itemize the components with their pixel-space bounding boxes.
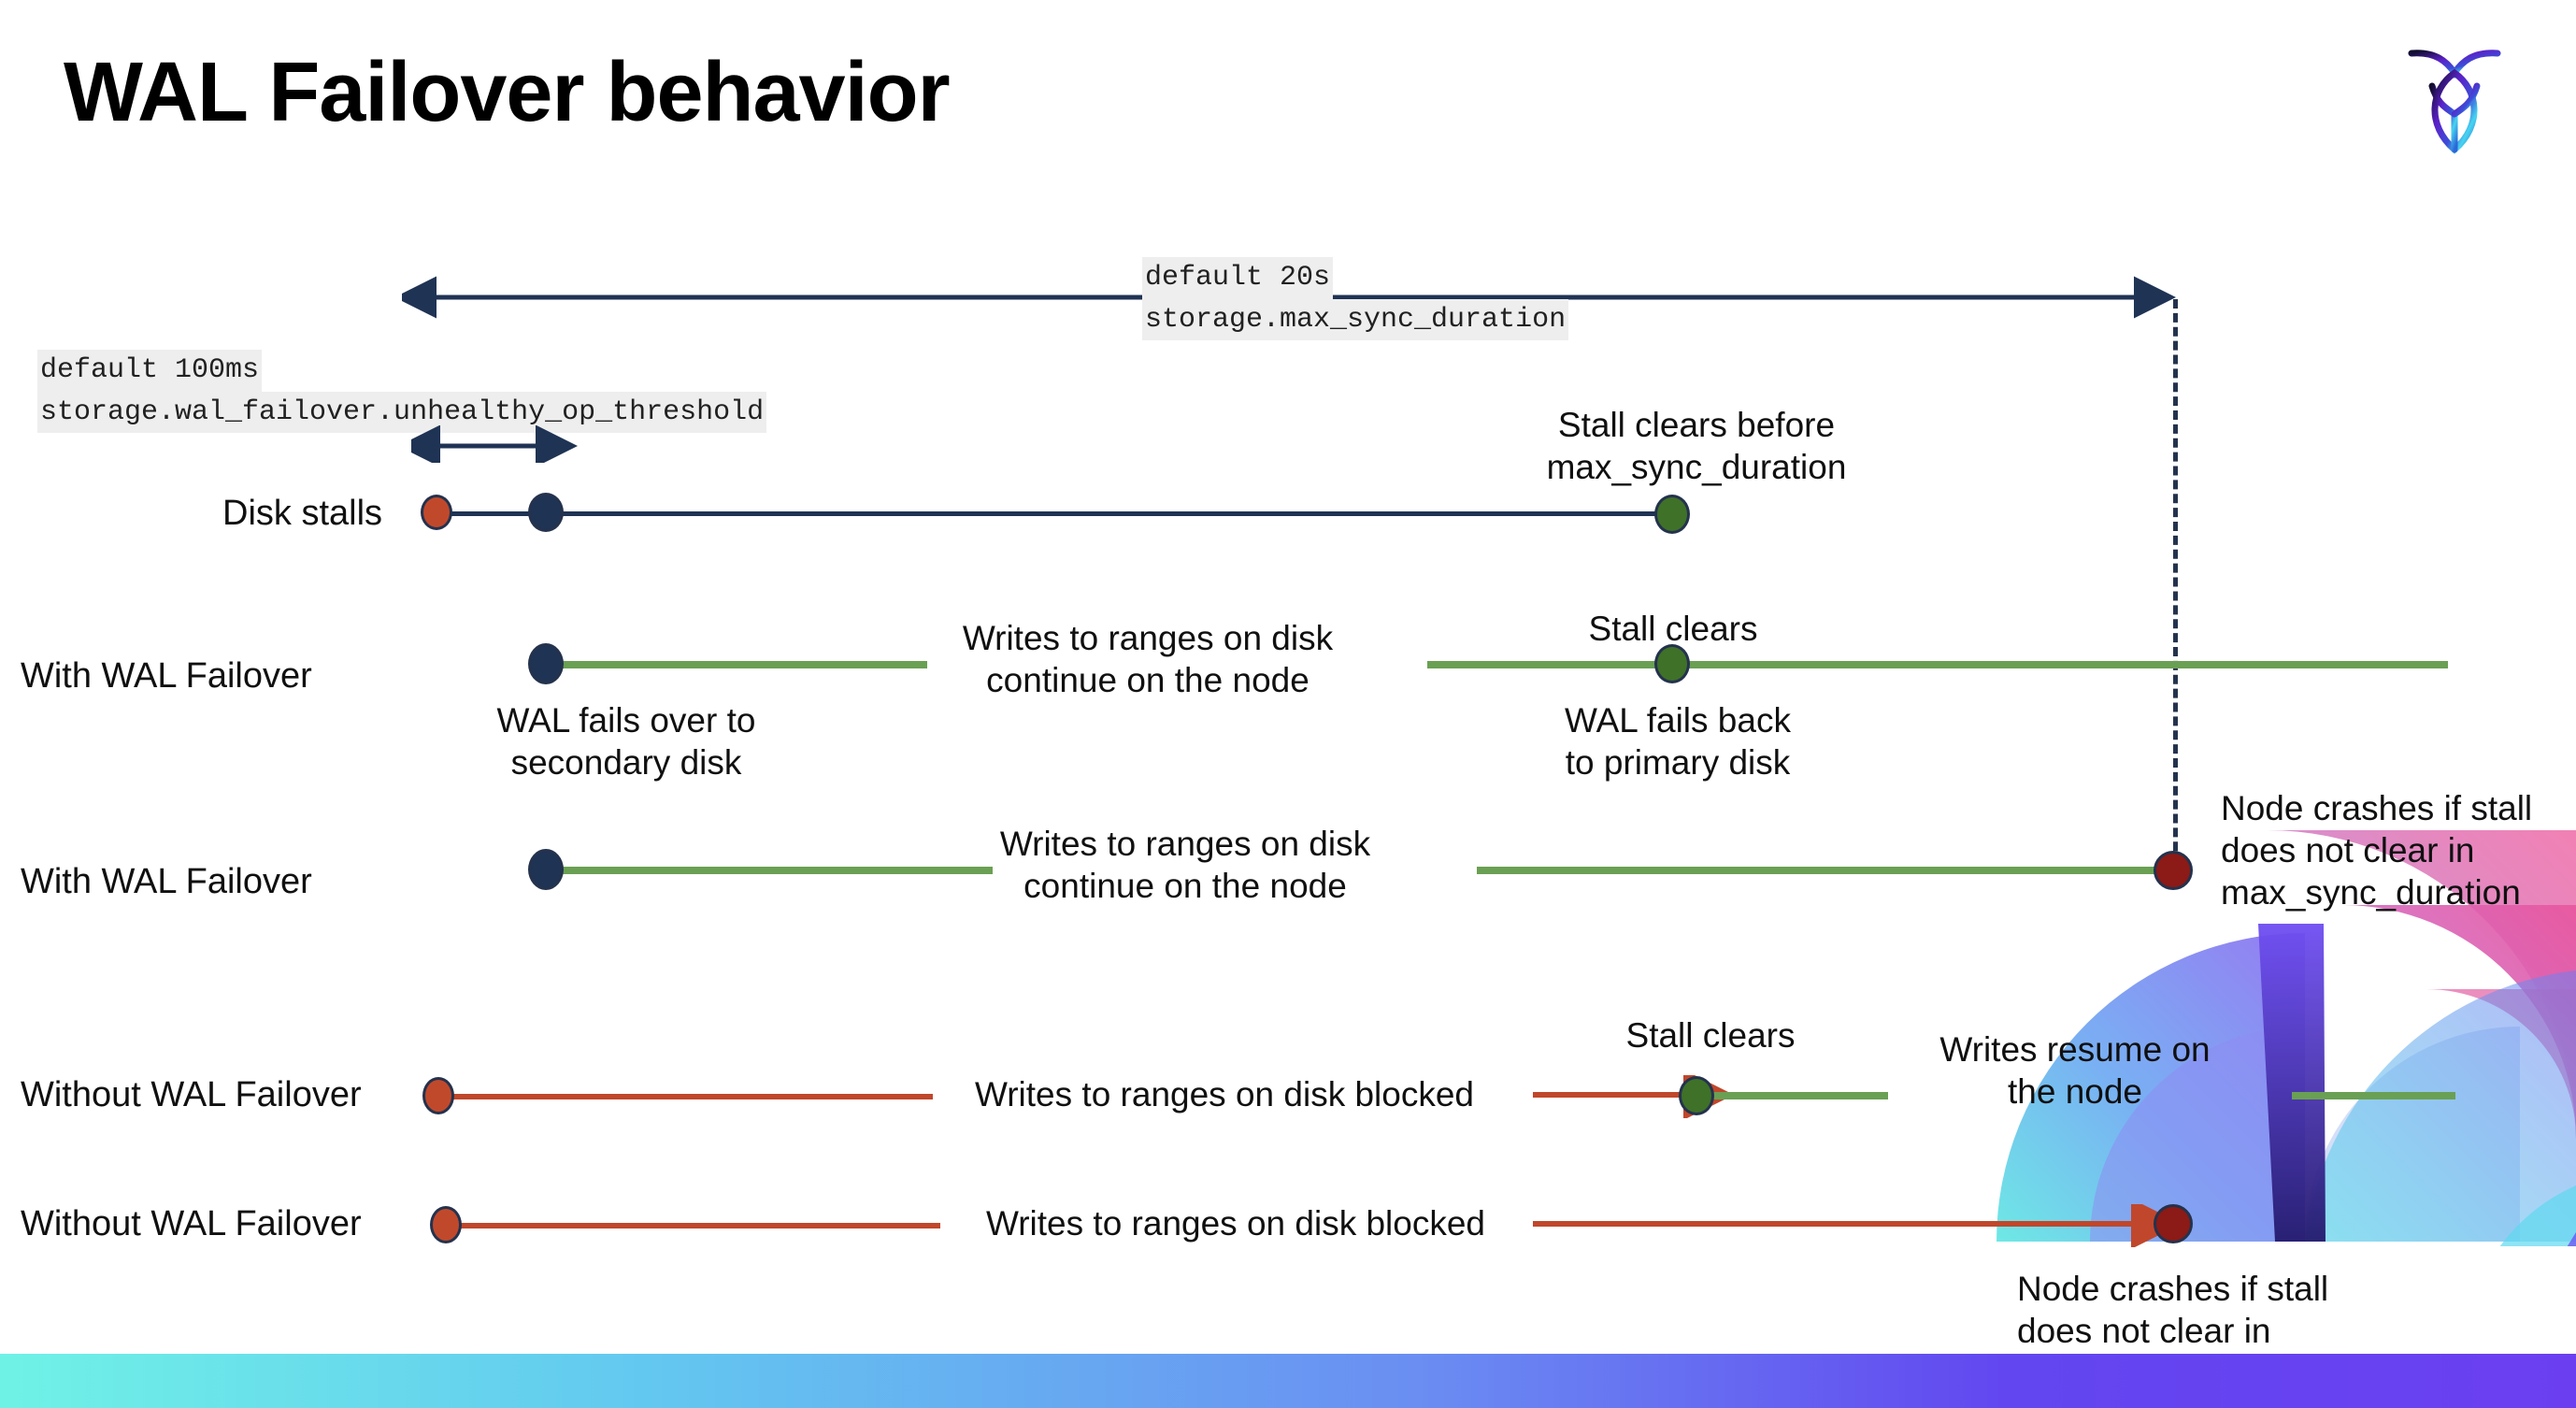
node-crash-marker-2	[2154, 1204, 2193, 1243]
max-sync-duration-guide-line	[2173, 299, 2178, 879]
without-wal-failover-1-blocked-arrow	[1533, 1075, 1734, 1118]
annotation-line: secondary disk	[510, 743, 742, 783]
annotation-line: Writes to ranges on disk blocked	[974, 1075, 1475, 1113]
annotation-line: max_sync_duration	[2221, 873, 2521, 912]
without-wal-failover-1-blocked-segment-a	[447, 1094, 933, 1099]
max-sync-duration-name: storage.max_sync_duration	[1142, 298, 1569, 341]
annotation-line: WAL fails back	[1565, 701, 1791, 740]
unhealthy-op-threshold-setting: default 100ms storage.wal_failover.unhea…	[37, 350, 767, 434]
unhealthy-op-threshold-name: storage.wal_failover.unhealthy_op_thresh…	[37, 391, 767, 434]
annotation-line: Stall clears	[1625, 1016, 1796, 1055]
annotation-line: Writes to ranges on disk	[962, 619, 1334, 657]
without-wal-failover-1-resume-segment-b	[2292, 1092, 2455, 1099]
row-label-with-wal-failover-2: With WAL Failover	[21, 862, 312, 901]
annotation-line: Stall clears before	[1557, 406, 1836, 444]
node-crash-marker-1	[2154, 851, 2193, 890]
annotation-line: Stall clears	[1588, 610, 1758, 648]
row-label-without-wal-failover-1: Without WAL Failover	[21, 1075, 362, 1114]
annotation-line: continue on the node	[1023, 867, 1347, 906]
annotation-line: max_sync_duration	[1546, 448, 1847, 487]
with-wal-failover-2-segment-b	[1477, 867, 2173, 874]
annotation-line: to primary disk	[1565, 743, 1791, 783]
page-title: WAL Failover behavior	[64, 46, 951, 139]
cockroachdb-logo	[2389, 28, 2520, 168]
row-label-disk-stalls: Disk stalls	[222, 494, 383, 533]
disk-stall-threshold-marker	[528, 493, 564, 532]
wal-failover-stall-clear-marker	[1654, 644, 1690, 683]
disk-stalls-timeline	[436, 511, 1679, 516]
with-wal-failover-2-segment-a	[553, 867, 993, 874]
annotation-line: WAL fails over to	[496, 701, 756, 740]
annotation-wal-fails-back: WAL fails back to primary disk	[1514, 699, 1841, 783]
annotation-writes-resume: Writes resume on the node	[1907, 1028, 2243, 1113]
without-wal-failover-1-stall-clear-marker	[1679, 1076, 1714, 1115]
without-wal-failover-2-start-marker	[430, 1206, 462, 1243]
annotation-line: does not clear in	[2221, 831, 2475, 870]
max-sync-duration-default: default 20s	[1142, 257, 1334, 299]
annotation-wal-fails-over: WAL fails over to secondary disk	[463, 699, 790, 783]
row-label-with-wal-failover-1: With WAL Failover	[21, 656, 312, 696]
unhealthy-op-threshold-default: default 100ms	[37, 350, 263, 392]
without-wal-failover-2-blocked-segment-a	[454, 1223, 940, 1228]
annotation-writes-blocked-2: Writes to ranges on disk blocked	[946, 1202, 1525, 1244]
annotation-writes-continue-2: Writes to ranges on disk continue on the…	[980, 823, 1391, 907]
annotation-node-crashes-1: Node crashes if stall does not clear in …	[2221, 787, 2576, 913]
without-wal-failover-2-blocked-arrow	[1533, 1204, 2178, 1247]
annotation-line: Node crashes if stall	[2221, 789, 2533, 827]
unhealthy-op-threshold-span-arrow	[411, 425, 578, 463]
without-wal-failover-1-resume-segment-a	[1710, 1092, 1888, 1099]
bottom-gradient-bar	[0, 1354, 2576, 1408]
annotation-line: the node	[2007, 1072, 2143, 1112]
annotation-line: Writes to ranges on disk	[999, 825, 1371, 863]
disk-stall-clear-marker	[1654, 495, 1690, 534]
with-wal-failover-1-segment-b	[1427, 661, 2448, 668]
annotation-line: Node crashes if stall	[2017, 1270, 2329, 1308]
disk-stall-start-marker	[421, 495, 452, 530]
wal-failover-2-start-marker	[528, 849, 564, 890]
annotation-stall-clears-1: Stall clears	[1538, 608, 1809, 650]
annotation-line: Writes to ranges on disk blocked	[985, 1204, 1486, 1243]
with-wal-failover-1-segment-a	[553, 661, 927, 668]
row-label-without-wal-failover-2: Without WAL Failover	[21, 1204, 362, 1243]
annotation-stall-clears-2: Stall clears	[1589, 1014, 1832, 1056]
annotation-line: Writes resume on	[1939, 1030, 2211, 1069]
max-sync-duration-setting: default 20s storage.max_sync_duration	[1142, 257, 1569, 341]
annotation-writes-continue-1: Writes to ranges on disk continue on the…	[942, 617, 1353, 701]
annotation-stall-clears-before: Stall clears before max_sync_duration	[1528, 404, 1865, 488]
without-wal-failover-1-start-marker	[422, 1077, 454, 1114]
annotation-line: continue on the node	[986, 661, 1309, 700]
wal-failover-start-marker	[528, 643, 564, 684]
annotation-line: does not clear in	[2017, 1312, 2271, 1351]
annotation-writes-blocked-1: Writes to ranges on disk blocked	[935, 1073, 1514, 1115]
